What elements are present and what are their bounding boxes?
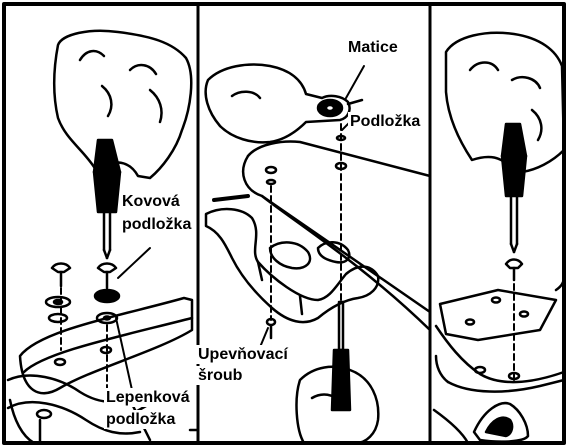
hand-left [54, 31, 191, 178]
label-podlozka-top: Podložka [348, 112, 422, 131]
frame-bracket [206, 209, 378, 322]
label-lepenkova-line1: Lepenková [104, 388, 192, 407]
label-kovova-line1: Kovová [120, 192, 182, 211]
label-kovova-line2: podložka [120, 215, 193, 234]
screwdriver-handle-right [502, 156, 526, 196]
screwdriver-handle-left [94, 172, 120, 212]
panel-1 [8, 31, 198, 443]
label-upevnovaci-line1: Upevňovací [196, 345, 290, 364]
label-upevnovaci-line2: šroub [196, 366, 244, 385]
panel-3 [434, 33, 564, 443]
screwdriver-shaft-middle [339, 302, 343, 350]
label-lepenkova-line2: podložka [104, 410, 177, 429]
label-matice: Matice [346, 38, 400, 57]
